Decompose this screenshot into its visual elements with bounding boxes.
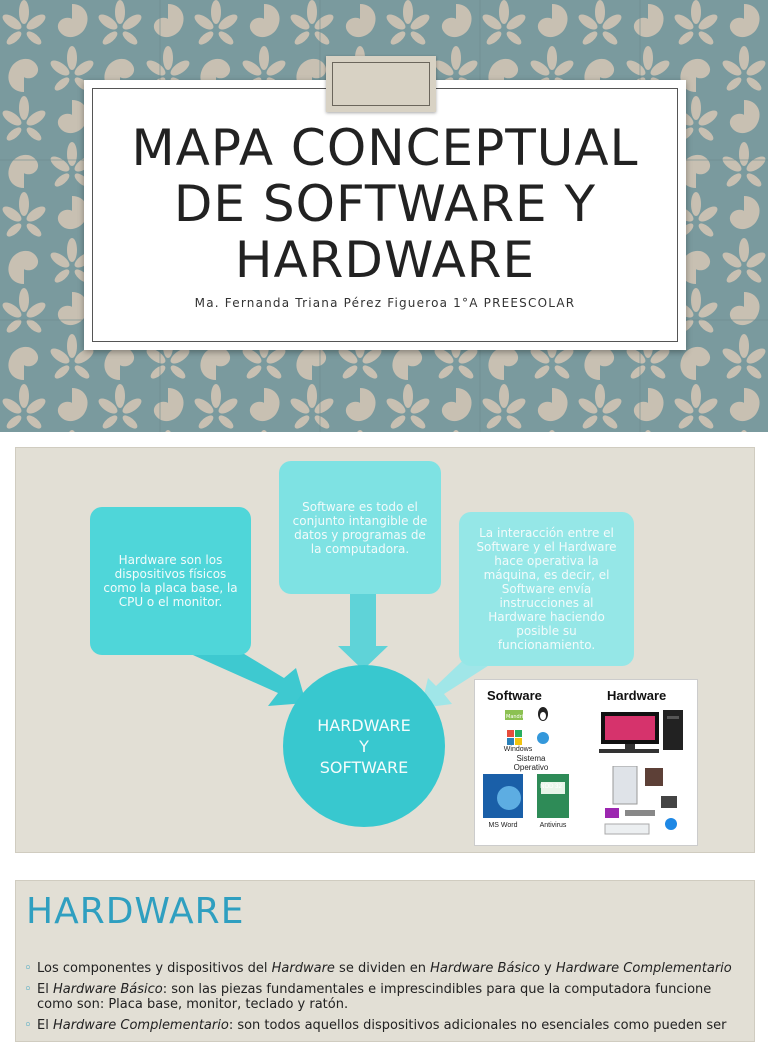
nod32-label: NOD 32: [540, 784, 562, 790]
slide-subtitle: Ma. Fernanda Triana Pérez Figueroa 1°A P…: [194, 296, 576, 310]
title-line-1: MAPA CONCEPTUAL: [131, 119, 639, 177]
antivirus-label: Antivirus: [539, 822, 567, 829]
software-heading: Software: [487, 688, 542, 703]
svg-text:Mandriva: Mandriva: [506, 714, 529, 720]
msword-label: MS Word: [488, 822, 518, 829]
hardware-heading: HARDWARE: [26, 891, 245, 932]
title-card: MAPA CONCEPTUAL DE SOFTWARE Y HARDWARE M…: [84, 56, 686, 350]
title-line-3: HARDWARE: [234, 231, 536, 289]
central-concept-circle: HARDWARE Y SOFTWARE: [283, 665, 445, 827]
software-boxes-icon: [483, 774, 569, 818]
os-label: Sistema Operativo: [513, 754, 549, 772]
title-line-2: DE SOFTWARE Y: [173, 175, 597, 233]
slide-title: MAPA CONCEPTUAL DE SOFTWARE Y HARDWARE: [84, 120, 686, 288]
os-logos-icon: Mandriva: [505, 707, 549, 745]
hardware-heading: Hardware: [607, 688, 667, 703]
software-hardware-illustration: Software Hardware Mandriva Windows Siste…: [474, 679, 698, 846]
interaction-box: La interacción entre el Software y el Ha…: [459, 512, 634, 666]
windows-label: Windows: [503, 746, 533, 753]
hardware-bullet-list: Los componentes y dispositivos del Hardw…: [22, 961, 750, 1039]
bullet-3: El Hardware Complementario: son todos aq…: [22, 1018, 750, 1033]
hardware-definition-box: Hardware son los dispositivos físicos co…: [90, 507, 251, 655]
bullet-2: El Hardware Básico: son las piezas funda…: [22, 982, 750, 1012]
hardware-slide: HARDWARE Los componentes y dispositivos …: [15, 880, 755, 1042]
concept-map-slide: Hardware son los dispositivos físicos co…: [15, 447, 755, 853]
software-definition-box: Software es todo el conjunto intangible …: [279, 461, 441, 594]
bullet-1: Los componentes y dispositivos del Hardw…: [22, 961, 750, 976]
title-tab: [326, 56, 436, 112]
hardware-parts-icon: [604, 766, 677, 835]
desktop-computer-icon: [599, 710, 683, 753]
title-slide: MAPA CONCEPTUAL DE SOFTWARE Y HARDWARE M…: [0, 0, 768, 432]
